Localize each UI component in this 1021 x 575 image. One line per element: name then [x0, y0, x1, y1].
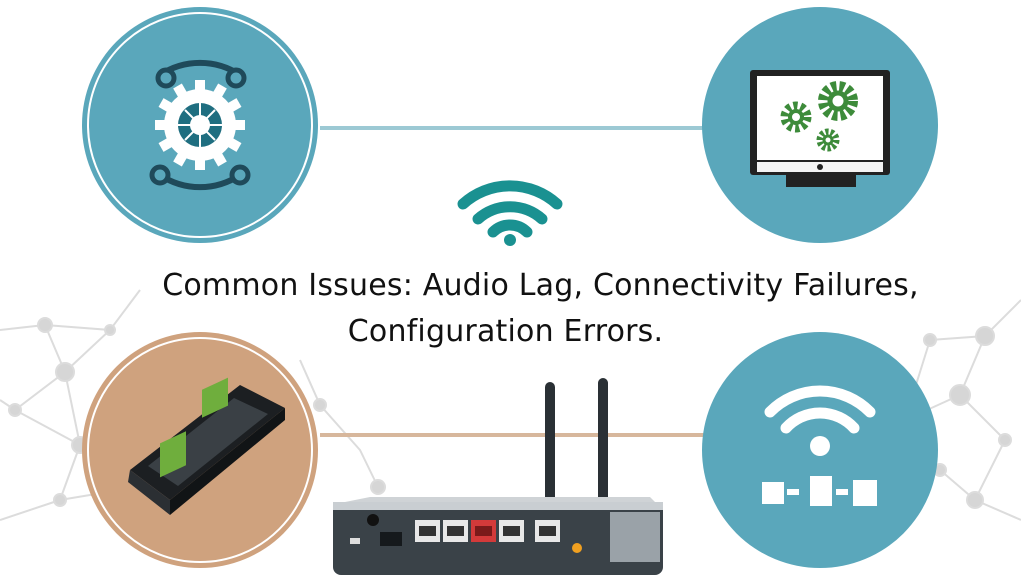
headline-line-2: Configuration Errors. [347, 314, 664, 349]
audio-interface-device-icon [82, 332, 318, 568]
wifi-network-icon [702, 332, 938, 568]
headline-line-1: Common Issues: Audio Lag, Connectivity F… [162, 268, 919, 303]
wifi-icon [457, 180, 563, 246]
gear-network-icon [82, 7, 318, 243]
router-icon [333, 378, 663, 575]
monitor-gears-icon [702, 7, 938, 243]
